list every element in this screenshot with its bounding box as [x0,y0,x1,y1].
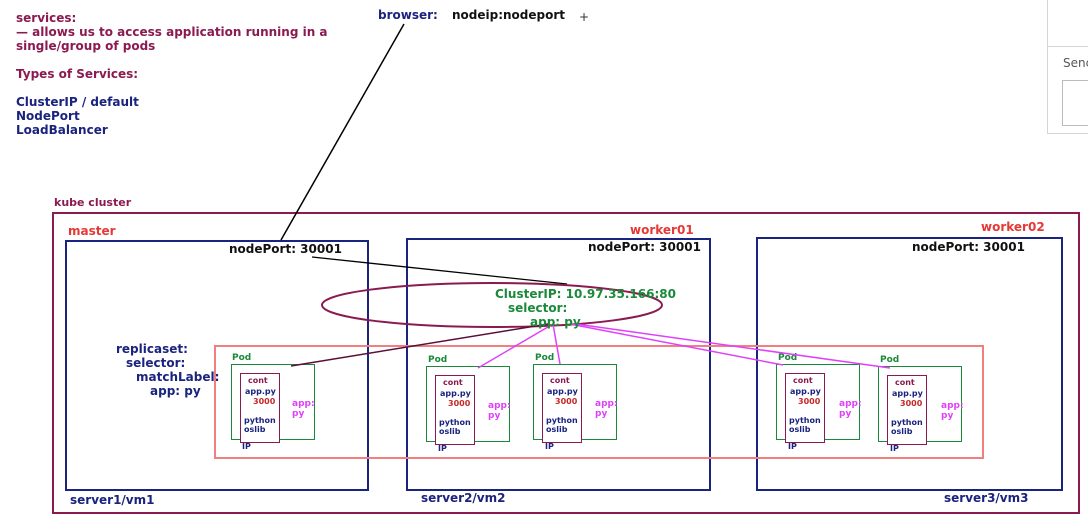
app-file-label: app.py [440,389,471,398]
kube-cluster-title: kube cluster [54,196,132,209]
cont-label: cont [895,378,915,387]
server-label-3: server3/vm3 [944,491,1029,505]
browser-address: nodeip:nodeport [452,8,566,22]
pod-app-label: app: py [595,399,618,419]
pod-app-label: app: py [292,399,315,419]
server-label-2: server2/vm2 [421,491,506,505]
server-label-1: server1/vm1 [70,493,155,507]
nodeport-master: nodePort: 30001 [229,242,342,256]
type-clusterip: ClusterIP / default [16,95,139,109]
pod-app-label: app: py [839,399,862,419]
pod-label-4: Pod [778,353,798,363]
services-desc-line1: — allows us to access application runnin… [16,25,328,39]
port-label: 3000 [448,399,471,408]
port-label: 3000 [555,397,578,406]
type-loadbalancer: LoadBalancer [16,123,108,137]
type-nodeport: NodePort [16,109,80,123]
ip-label-1: IP [242,442,251,451]
types-title: Types of Services: [16,67,139,81]
side-panel: Senc [1047,0,1088,134]
app-file-label: app.py [245,387,276,396]
app-file-label: app.py [547,387,578,396]
node-name-worker02: worker02 [981,220,1045,234]
pod-label-1: Pod [232,353,252,363]
ip-label-3: IP [545,442,554,451]
send-label: Senc [1063,56,1088,70]
port-label: 3000 [900,399,923,408]
replicaset-matchlabel: matchLabel: [136,370,220,384]
side-panel-divider [1048,46,1088,47]
services-desc-line2: single/group of pods [16,39,156,53]
nodeport-worker02: nodePort: 30001 [912,240,1025,254]
ip-label-2: IP [438,444,447,453]
pod-app-label: app: py [488,401,511,421]
nodeport-worker01: nodePort: 30001 [588,240,701,254]
ip-label-4: IP [788,442,797,451]
replicaset-selector: selector: [126,356,186,370]
browser-label: browser: [378,8,438,22]
replicaset-app-label: app: py [150,384,201,398]
replicaset-label: replicaset: [116,342,188,356]
service-selector-label: selector: [508,301,568,315]
service-selector-value: app: py [530,315,581,329]
cont-label: cont [248,376,268,385]
cursor-plus-icon: + [579,10,590,24]
node-name-worker01: worker01 [630,223,694,237]
cluster-ip-label: ClusterIP: 10.97.35.166:80 [495,287,676,301]
browser-connector [280,23,405,241]
cont-label: cont [793,376,813,385]
port-label: 3000 [798,397,821,406]
app-file-label: app.py [790,387,821,396]
node-name-master: master [68,224,116,238]
app-file-label: app.py [892,389,923,398]
services-title: services: [16,11,77,25]
kube-cluster-box [52,212,1080,514]
pod-label-3: Pod [535,353,555,363]
port-label: 3000 [253,397,276,406]
pod-app-label: app: py [941,401,964,421]
pod-label-2: Pod [428,355,448,365]
cont-label: cont [550,376,570,385]
cont-label: cont [443,378,463,387]
ip-label-5: IP [890,444,899,453]
pod-label-5: Pod [880,355,900,365]
send-input[interactable] [1062,80,1088,126]
